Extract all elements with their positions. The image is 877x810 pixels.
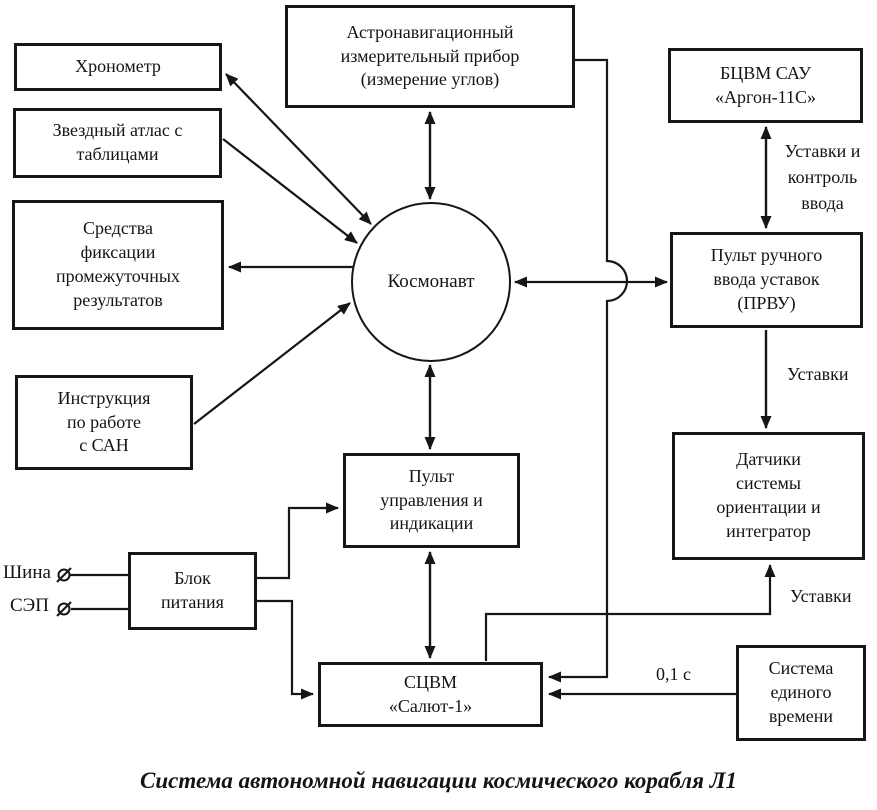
edge-power-control-panel [256,502,339,580]
bus-terminal-icon [57,568,71,582]
bus-terminal-slash-icon [56,567,72,583]
node-power-unit: Блок питания [128,552,257,630]
node-fixation-means: Средства фиксации промежуточных результа… [12,200,224,330]
label-time-rate: 0,1 с [656,664,691,684]
label-ustavki-scvm: Уставки [790,586,852,606]
node-astronav-device: Астронавигационный измерительный прибор … [285,5,575,108]
edge-astronav-scvm [548,58,629,683]
edge-chronometer-cosmonaut [225,73,372,225]
sep-terminal-icon [57,602,71,616]
edge-star-atlas-cosmonaut [222,138,358,244]
node-scvm-salyut: СЦВМ «Салют-1» [318,662,543,727]
node-control-panel: Пульт управления и индикации [343,453,520,548]
node-prvu: Пульт ручного ввода уставок (ПРВУ) [670,232,863,328]
edge-instruction-cosmonaut [193,302,351,425]
node-chronometer: Хронометр [14,43,222,91]
node-instruction: Инструкция по работе с САН [15,375,193,470]
label-bus-terminal: Шина [3,562,51,583]
node-time-system: Система единого времени [736,645,866,741]
label-ustavki-control: Уставки и контроль ввода [784,141,861,214]
label-ustavki-prvu: Уставки [787,364,849,384]
edge-power-scvm [256,599,314,700]
node-bcvm-argon: БЦВМ САУ «Аргон-11С» [668,48,863,123]
sep-terminal-slash-icon [56,601,72,617]
node-orientation-sensors: Датчики системы ориентации и интегратор [672,432,865,560]
node-star-atlas: Звездный атлас с таблицами [13,108,222,178]
diagram-caption: Система автономной навигации космическог… [140,768,737,793]
edge-scvm-sensors [484,564,776,661]
node-cosmonaut: Космонавт [351,202,511,362]
label-sep-terminal: СЭП [10,595,49,616]
